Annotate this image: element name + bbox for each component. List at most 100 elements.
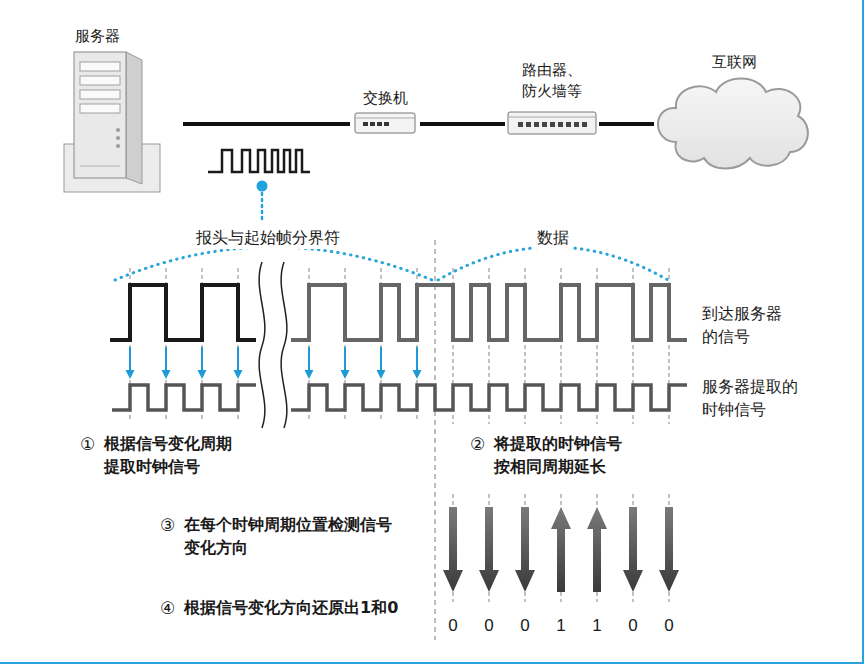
bit-value-box: 0 bbox=[517, 614, 532, 639]
extract-arrow bbox=[198, 347, 207, 379]
server-led bbox=[116, 144, 120, 148]
signal-wave bbox=[110, 285, 256, 340]
server-led bbox=[116, 128, 120, 132]
router-port bbox=[518, 122, 523, 127]
extract-arrow bbox=[305, 347, 314, 379]
bit-value-box: 0 bbox=[481, 614, 496, 639]
arrow-head bbox=[198, 370, 207, 379]
leader-line bbox=[261, 193, 264, 222]
arrow-head bbox=[305, 370, 314, 379]
arrow-shaft bbox=[165, 347, 167, 372]
bit-value-box: 0 bbox=[445, 614, 460, 639]
mini-waveform bbox=[208, 150, 310, 172]
row-label: 到达服务器 的信号 bbox=[702, 302, 782, 348]
span-label-box: 数据 bbox=[534, 226, 572, 249]
callout-number-box: ① bbox=[80, 432, 95, 457]
callout-text: 根据信号变化周期 提取时钟信号 bbox=[104, 432, 232, 478]
extract-arrow bbox=[377, 347, 386, 379]
router-port bbox=[558, 122, 563, 127]
row-label-box: 到达服务器 的信号 bbox=[702, 302, 782, 348]
extract-arrows bbox=[126, 347, 422, 379]
bit-value-box: 1 bbox=[553, 614, 568, 639]
row-label-box: 服务器提取的 时钟信号 bbox=[702, 375, 798, 421]
bit-value-box: 0 bbox=[661, 614, 676, 639]
cloud-node: 互联网 bbox=[654, 52, 814, 176]
extract-arrow bbox=[413, 347, 422, 379]
extract-arrow bbox=[341, 347, 350, 379]
switch-body bbox=[355, 113, 415, 133]
callout-number-box: ③ bbox=[160, 513, 175, 538]
arrow-head bbox=[377, 370, 386, 379]
arrow-shaft bbox=[416, 347, 418, 372]
server-icon bbox=[60, 26, 183, 194]
span-label: 报头与起始帧分界符 bbox=[193, 226, 343, 249]
router-port bbox=[574, 122, 579, 127]
server-node: 服务器 bbox=[60, 26, 183, 194]
extract-arrow bbox=[126, 347, 135, 379]
bit-value-box: 1 bbox=[589, 614, 604, 639]
router-body bbox=[508, 112, 596, 134]
arrow-shaft bbox=[344, 347, 346, 372]
span-label-box: 报头与起始帧分界符 bbox=[193, 226, 343, 249]
bit-value: 0 bbox=[625, 614, 640, 639]
device-label: 路由器、 防火墙等 bbox=[522, 60, 582, 102]
device-label: 服务器 bbox=[60, 26, 183, 47]
callout-number: ④ bbox=[160, 596, 175, 621]
router-edge bbox=[508, 117, 596, 118]
drive-bay bbox=[80, 104, 120, 113]
arrow-shaft bbox=[237, 347, 239, 372]
callout-text-box: 在每个时钟周期位置检测信号 变化方向 bbox=[184, 513, 392, 559]
router-port bbox=[550, 122, 555, 127]
router-port bbox=[526, 122, 531, 127]
switch-edge bbox=[355, 118, 415, 119]
router-port bbox=[542, 122, 547, 127]
arrow-head bbox=[126, 370, 135, 379]
arrow-head bbox=[234, 370, 243, 379]
direction-arrows bbox=[443, 507, 679, 592]
callout-text: 根据信号变化方向还原出1和0 bbox=[184, 596, 398, 619]
direction-arrow bbox=[587, 507, 607, 592]
break-mark bbox=[281, 262, 287, 428]
bit-value-box: 0 bbox=[625, 614, 640, 639]
waveforms bbox=[110, 285, 687, 410]
callout-number: ② bbox=[470, 432, 485, 457]
router-port bbox=[534, 122, 539, 127]
arrow-shaft bbox=[308, 347, 310, 372]
direction-arrow bbox=[551, 507, 571, 592]
direction-arrow bbox=[515, 507, 535, 592]
switch-port bbox=[370, 122, 375, 126]
break-mark bbox=[259, 262, 265, 428]
callout-number-box: ② bbox=[470, 432, 485, 457]
server-slot bbox=[80, 166, 120, 167]
router-port bbox=[566, 122, 571, 127]
network-cable bbox=[420, 122, 505, 126]
arrow-head bbox=[341, 370, 350, 379]
callout-number: ① bbox=[80, 432, 95, 457]
switch-port bbox=[384, 122, 389, 126]
router-node: 路由器、 防火墙等 bbox=[505, 60, 599, 136]
drive-bay bbox=[80, 62, 120, 71]
switch-node: 交换机 bbox=[350, 88, 420, 136]
server-side bbox=[126, 52, 142, 184]
arrow-head bbox=[413, 370, 422, 379]
clock-wave bbox=[112, 385, 256, 410]
arrow-head bbox=[162, 370, 171, 379]
direction-arrow bbox=[479, 507, 499, 592]
direction-arrow bbox=[659, 507, 679, 592]
router-port bbox=[582, 122, 587, 127]
callout-text-box: 将提取的时钟信号 按相同周期延长 bbox=[494, 432, 622, 478]
device-label: 交换机 bbox=[350, 88, 420, 109]
cloud-shape bbox=[658, 79, 808, 169]
switch-port bbox=[377, 122, 382, 126]
extract-arrow bbox=[162, 347, 171, 379]
bit-value: 1 bbox=[553, 614, 568, 639]
arrow-shaft bbox=[129, 347, 131, 372]
extract-arrow bbox=[234, 347, 243, 379]
clock-wave bbox=[291, 385, 687, 410]
row-label: 服务器提取的 时钟信号 bbox=[702, 375, 798, 421]
bit-value: 0 bbox=[661, 614, 676, 639]
network-cable bbox=[183, 122, 350, 126]
device-label: 互联网 bbox=[654, 52, 814, 73]
